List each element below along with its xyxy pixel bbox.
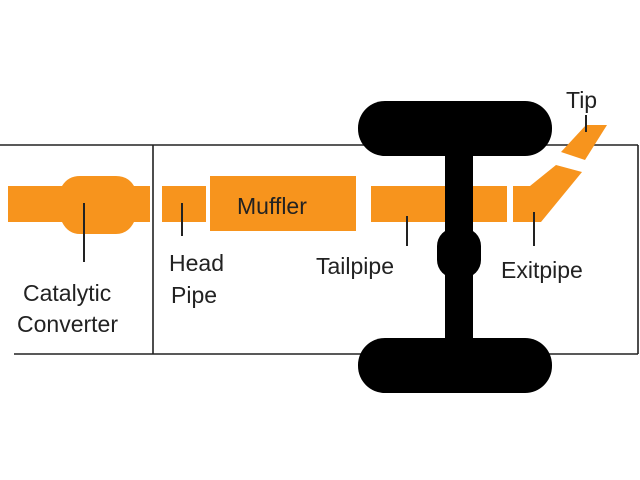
tailpipe	[371, 186, 507, 222]
head-pipe	[162, 186, 206, 222]
leader-lines	[83, 115, 587, 262]
differential	[437, 228, 481, 278]
exhaust-tip	[561, 125, 607, 160]
component-labels: Catalytic Converter Head Pipe Muffler Ta…	[17, 87, 597, 337]
rear-wheel-bottom	[358, 338, 552, 393]
exitpipe	[513, 165, 582, 222]
label-exitpipe: Exitpipe	[501, 257, 583, 283]
muffler	[210, 176, 356, 231]
catalytic-converter	[46, 176, 150, 234]
label-tailpipe: Tailpipe	[316, 253, 394, 279]
chassis-frame	[0, 144, 639, 355]
rear-wheel-top	[358, 101, 552, 156]
inlet-pipe	[8, 186, 48, 222]
label-muffler: Muffler	[237, 193, 307, 219]
label-tip: Tip	[566, 87, 597, 113]
axle-assembly	[358, 101, 552, 393]
label-head-pipe-line1: Head	[169, 250, 224, 276]
exhaust-components	[8, 125, 607, 234]
label-head-pipe-line2: Pipe	[171, 282, 217, 308]
label-catalytic-line2: Converter	[17, 311, 118, 337]
label-catalytic-line1: Catalytic	[23, 280, 111, 306]
